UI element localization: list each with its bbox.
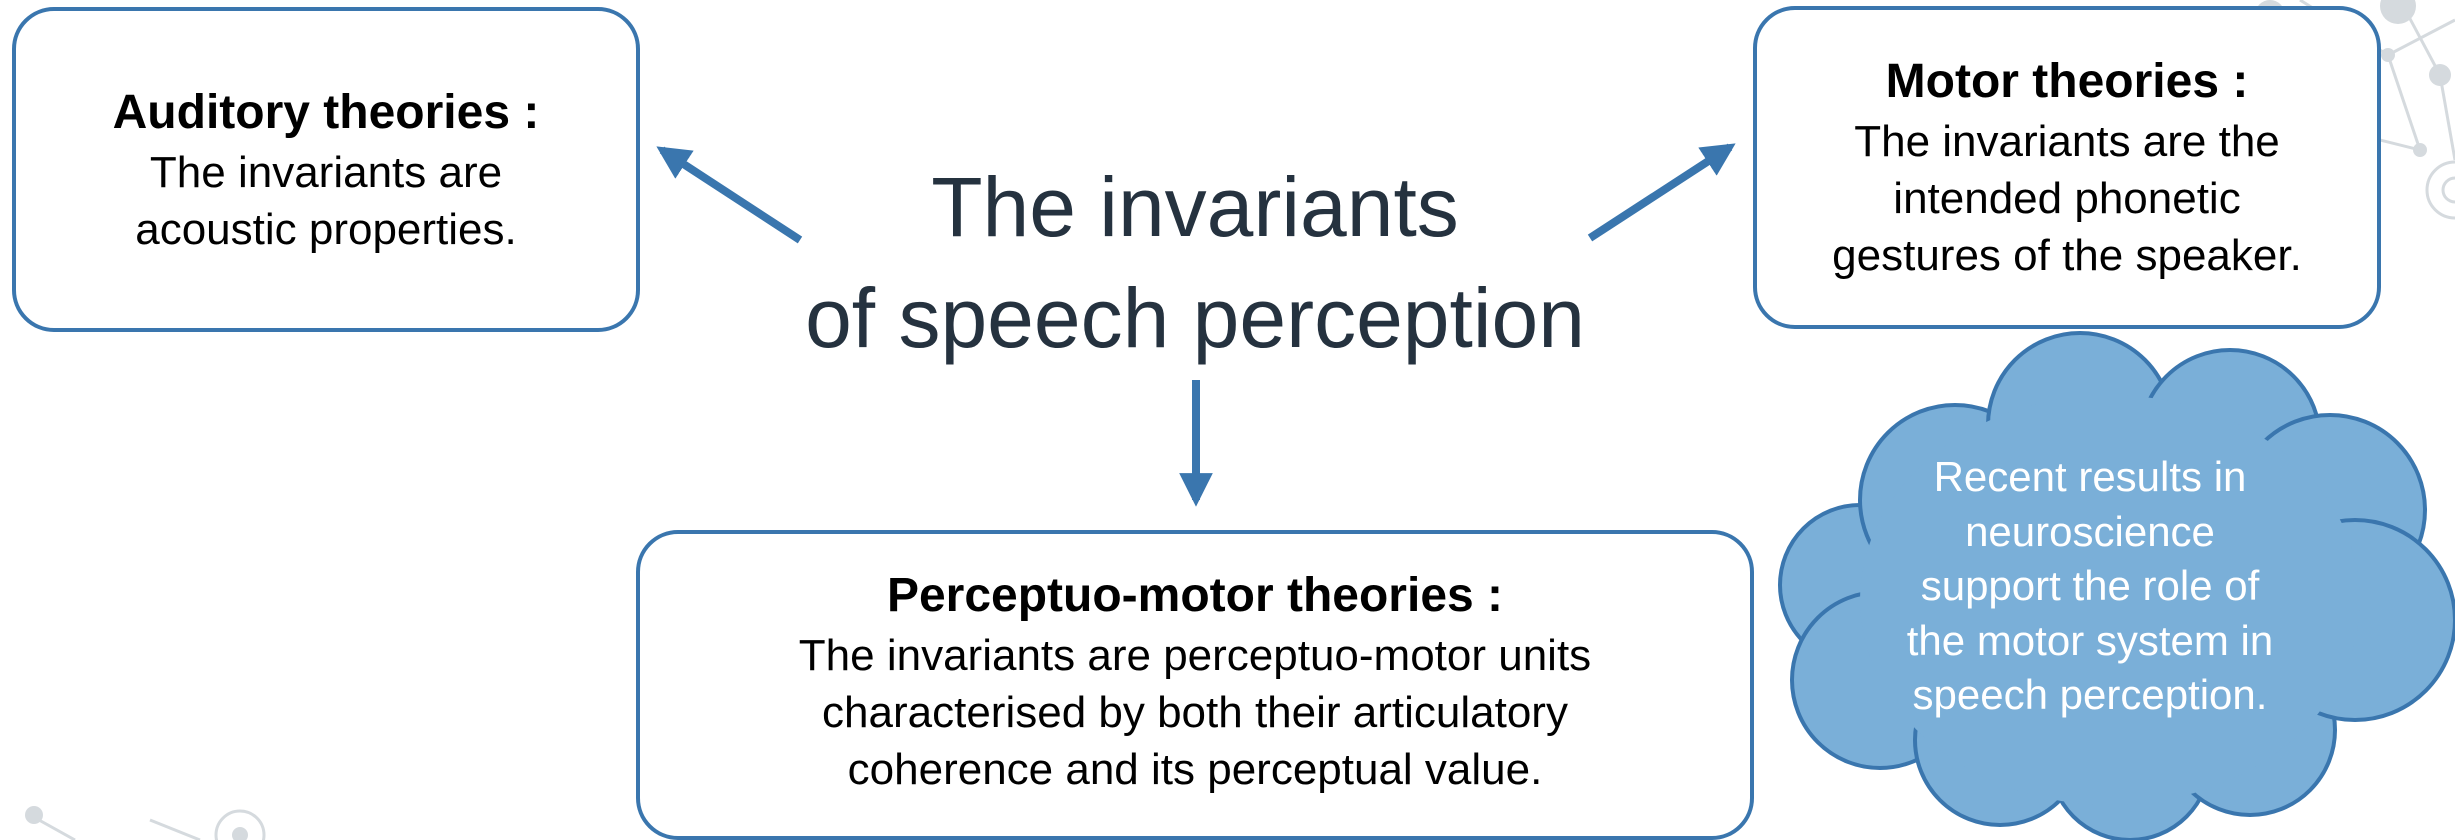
cloud-line-4: the motor system in xyxy=(1906,616,2274,664)
motor-theories-heading: Motor theories : xyxy=(1885,55,2249,108)
motor-body-line-2: intended phonetic xyxy=(1893,174,2241,223)
cloud-line-3: support the role of xyxy=(1920,562,2260,609)
motor-theories-box: Motor theories : The invariants are the … xyxy=(1753,6,2381,329)
perceptuo-motor-body-line-1: The invariants are perceptuo-motor units xyxy=(798,630,1592,680)
perceptuo-motor-theories-heading: Perceptuo-motor theories : xyxy=(886,568,1504,622)
motor-body-line-3: gestures of the speaker. xyxy=(1832,231,2302,280)
motor-body-line-1: The invariants are the xyxy=(1854,117,2280,166)
perceptuo-motor-body-line-2: characterised by both their articulatory xyxy=(822,687,1568,737)
arrow-to-motor xyxy=(1587,143,1736,242)
perceptuo-motor-body-line-3: coherence and its perceptual value. xyxy=(847,744,1543,794)
cloud-line-1: Recent results in xyxy=(1933,453,2247,500)
cloud-line-5: speech perception. xyxy=(1912,671,2268,718)
auditory-body-line-2: acoustic properties. xyxy=(135,204,517,254)
auditory-body-line-1: The invariants are xyxy=(149,147,503,197)
perceptuo-motor-theories-box: Perceptuo-motor theories : The invariant… xyxy=(636,530,1754,840)
central-title: The invariants of speech perception xyxy=(780,152,1610,374)
arrow-to-auditory xyxy=(656,146,803,244)
auditory-theories-box: Auditory theories : The invariants are a… xyxy=(12,7,640,332)
cloud-line-2: neuroscience xyxy=(1965,507,2215,555)
central-title-line-2: of speech perception xyxy=(805,271,1585,365)
cloud-text: Recent results in neuroscience support t… xyxy=(1860,450,2320,723)
auditory-theories-heading: Auditory theories : xyxy=(112,85,540,139)
central-title-line-1: The invariants xyxy=(931,160,1459,254)
